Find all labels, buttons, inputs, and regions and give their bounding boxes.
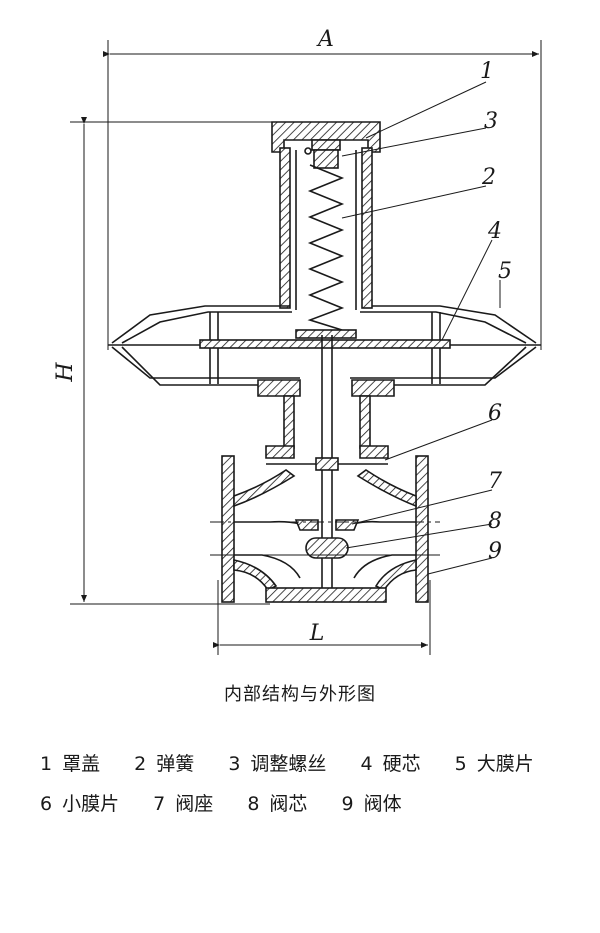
callout-1: 1 [480, 59, 494, 84]
figure-caption: 内部结构与外形图 [224, 684, 376, 705]
regulator-cross-section-drawing: A H L [53, 27, 542, 655]
callout-5: 5 [498, 259, 512, 284]
callout-labels: 1 3 2 4 5 6 7 8 9 [480, 59, 512, 564]
lower-neck [257, 379, 395, 471]
dimension-a: A [103, 27, 542, 350]
spring [307, 164, 345, 331]
callout-9: 9 [488, 539, 502, 564]
hard-core [199, 339, 451, 349]
dimension-h-label: H [53, 362, 78, 383]
callout-3: 3 [484, 109, 498, 134]
dimension-l: L [213, 580, 431, 655]
spring-housing [279, 147, 373, 310]
callout-4: 4 [487, 219, 502, 244]
dimension-a-label: A [316, 27, 334, 52]
dimension-h: H [53, 117, 280, 605]
callout-6: 6 [488, 401, 502, 426]
diaphragm-housing [108, 305, 541, 386]
adjusting-screw [313, 149, 339, 169]
valve-body [210, 455, 440, 603]
bottom-cover [265, 587, 387, 603]
callout-8: 8 [488, 509, 502, 534]
callout-2: 2 [481, 165, 496, 190]
callout-7: 7 [488, 469, 502, 494]
dimension-l-label: L [309, 621, 325, 646]
leader-lines [341, 81, 501, 575]
